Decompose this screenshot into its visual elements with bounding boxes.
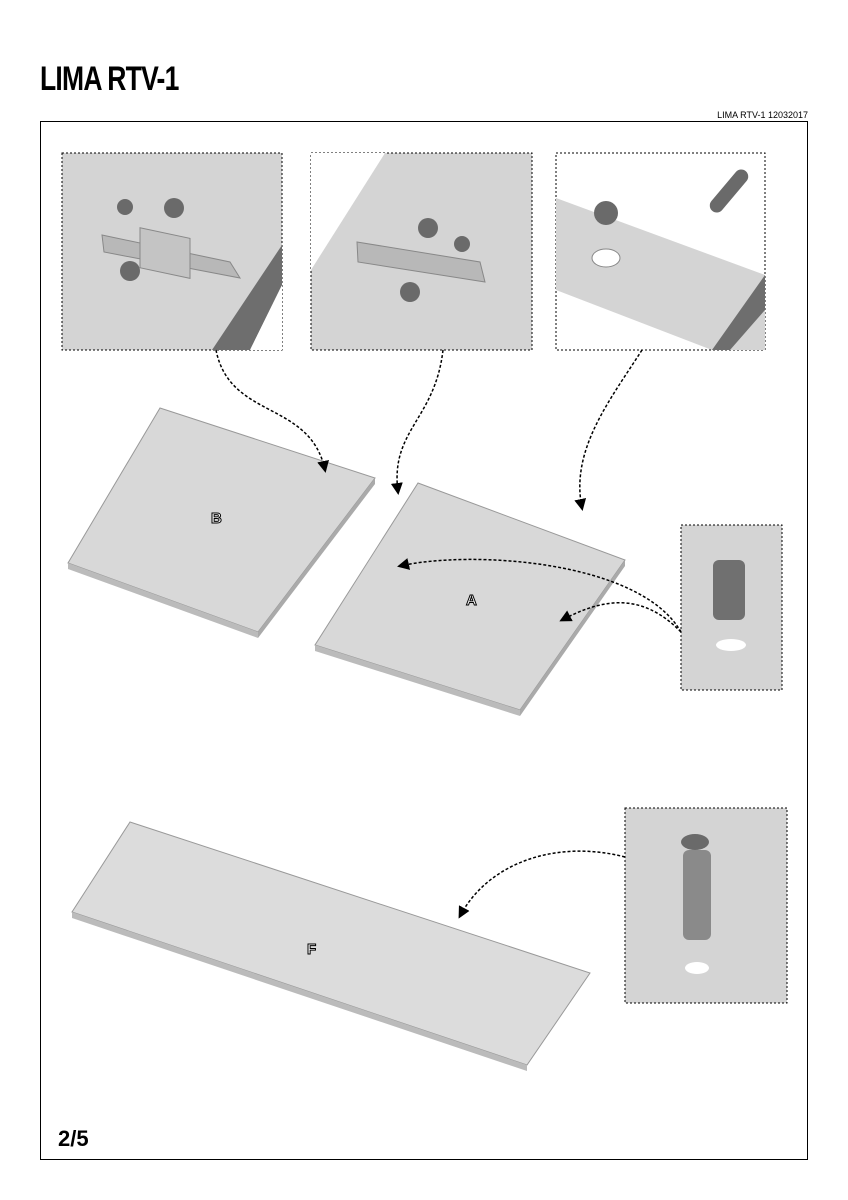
document-code: LIMA RTV-1 12032017	[717, 110, 808, 120]
page-frame	[40, 121, 808, 1160]
detail-dowel	[680, 524, 783, 691]
detail-mounting-plate-1	[61, 152, 283, 351]
indicator-arrows	[215, 349, 682, 919]
panel-b-label: B	[211, 510, 222, 527]
panel-a-label: A	[466, 592, 477, 609]
detail-cam-lock	[555, 152, 766, 351]
detail-mounting-plate-2	[310, 152, 533, 351]
panel-f: F	[71, 821, 591, 1071]
page-number: 2/5	[58, 1126, 89, 1151]
panel-a: A	[314, 482, 626, 716]
panel-b: B	[67, 407, 376, 638]
detail-connector-bolt	[624, 807, 788, 1004]
document-title: LIMA RTV-1	[40, 60, 179, 98]
panel-f-label: F	[307, 941, 316, 958]
